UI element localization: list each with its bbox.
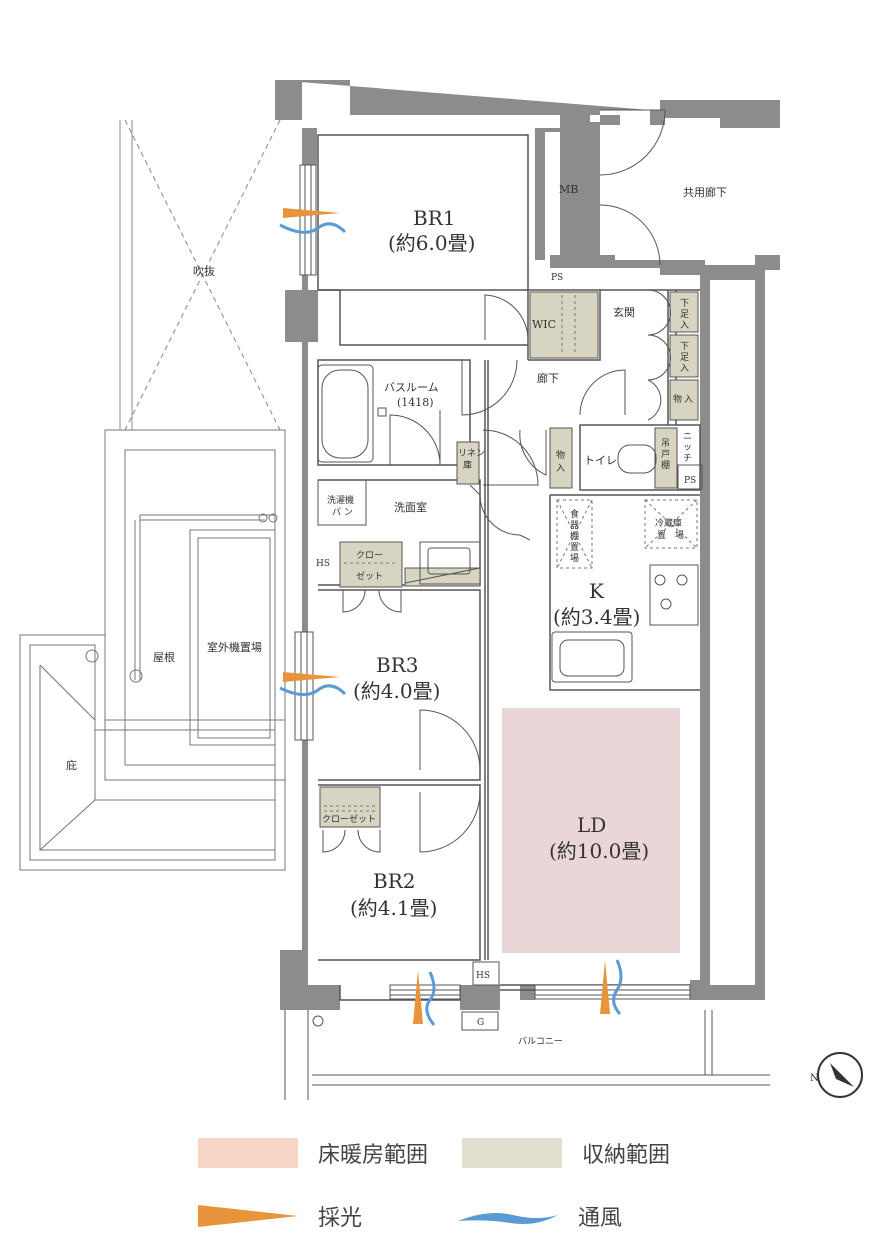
toilet-storage-char-b: 入 (556, 463, 565, 474)
svg-text:N: N (810, 1073, 819, 1084)
common-corridor-label: 共用廊下 (683, 185, 727, 199)
pantry-char-1: 食 (570, 508, 579, 520)
g-label: G (477, 1018, 484, 1028)
linen-label-line1: リネン (458, 448, 485, 459)
closet-br3-line1: クロー (356, 550, 383, 561)
linen-label-line2: 庫 (463, 459, 472, 471)
storage-zones (319, 291, 699, 828)
doors (322, 109, 671, 853)
genkan-label: 玄関 (613, 305, 635, 319)
washroom-label: 洗面室 (394, 500, 427, 514)
daylight-marks (283, 208, 610, 1024)
eaves-area (19, 634, 286, 871)
ld-name: LD (577, 813, 606, 837)
legend-ventilation: 通風 (458, 1200, 622, 1232)
windows (294, 164, 691, 1000)
mb-label: MB (559, 183, 578, 196)
hanging-shelf-char-b: 戸 (661, 449, 670, 460)
getabako-1-char-c: 入 (680, 320, 689, 331)
hanging-shelf-char-c: 棚 (661, 459, 670, 471)
toilet-label: トイレ (584, 454, 617, 467)
ventilation-marks (279, 222, 623, 1026)
floor-plan: N BR1 (約6.0畳) BR2 (約4.1畳) BR3 (約4.0畳) K … (19, 80, 863, 1100)
niche-char-a: ニ (683, 432, 692, 442)
legend-floor-heating: 床暖房範囲 (198, 1137, 428, 1169)
storage-char-b: 入 (684, 394, 693, 405)
toilet-storage-char-a: 物 (556, 449, 565, 461)
daylight-text: 採光 (318, 1206, 363, 1231)
eaves-label: 庇 (66, 758, 77, 772)
br2-size: (約4.1畳) (350, 896, 437, 920)
floor-heating-text: 床暖房範囲 (318, 1143, 429, 1168)
closet-br2-label: クローゼット (322, 813, 376, 825)
getabako-1-char-b: 足 (680, 309, 689, 320)
ventilation-text: 通風 (578, 1206, 623, 1231)
storage-char-a: 物 (673, 393, 682, 405)
k-size: (約3.4畳) (553, 605, 640, 629)
balcony-label: バルコニー (518, 1036, 563, 1047)
niche-char-b: ッ (683, 443, 692, 453)
storage-swatch (462, 1138, 562, 1168)
fixtures (284, 364, 770, 1100)
roof-label: 屋根 (153, 650, 175, 664)
ventilation-icon (458, 1213, 558, 1224)
br2-name: BR2 (373, 869, 415, 893)
br3-size: (約4.0畳) (353, 679, 440, 703)
legend-daylight: 採光 (198, 1200, 362, 1232)
bathroom-label-line2: (1418) (397, 396, 434, 409)
storage-dashes (324, 295, 698, 812)
daylight-icon (198, 1205, 298, 1227)
fridge-label-line1: 冷蔵庫 (655, 517, 682, 529)
pantry-char-4: 置 (570, 542, 579, 553)
walls (275, 80, 780, 1010)
br1-size: (約6.0畳) (388, 231, 475, 255)
floor-heating-swatch (198, 1138, 298, 1168)
pantry-char-5: 場 (570, 552, 579, 564)
compass-icon: N (810, 1052, 863, 1098)
hs-left-label: HS (316, 559, 330, 569)
wic-label: WIC (532, 318, 556, 331)
closet-br3-line2: ゼット (356, 570, 383, 582)
ps-right-label: PS (684, 476, 696, 486)
br3-name: BR3 (376, 653, 418, 677)
getabako-2-char-a: 下 (680, 342, 689, 352)
void-label: 吹抜 (193, 264, 215, 278)
ps-top-label: PS (551, 273, 563, 283)
niche-char-c: チ (683, 453, 692, 464)
getabako-2-char-c: 入 (680, 363, 689, 374)
washer-label-line2: パ ン (332, 507, 353, 518)
roof-area (104, 429, 286, 781)
hanging-shelf-char-a: 吊 (661, 438, 670, 449)
washer-label-line1: 洗濯機 (327, 494, 354, 506)
br1-name: BR1 (413, 206, 455, 230)
getabako-1-char-a: 下 (680, 299, 689, 309)
ld-floor-heating-zone (502, 708, 680, 953)
pantry-char-2: 器 (570, 520, 579, 531)
hallway-label: 廊下 (537, 371, 559, 385)
pantry-char-3: 棚 (570, 530, 579, 542)
hs-bottom-label: HS (476, 971, 490, 981)
legend: 床暖房範囲 収納範囲 採光 通風 (0, 1120, 870, 1240)
ld-size: (約10.0畳) (549, 839, 649, 863)
legend-storage: 収納範囲 (462, 1137, 670, 1169)
storage-text: 収納範囲 (582, 1143, 671, 1168)
fridge-label-line2: 置 場 (657, 529, 684, 541)
bathroom-label-line1: バスルーム (384, 381, 439, 394)
k-name: K (589, 579, 605, 603)
getabako-2-char-b: 足 (680, 352, 689, 363)
void-area (119, 119, 281, 431)
outdoor-unit-label: 室外機置場 (207, 640, 262, 654)
